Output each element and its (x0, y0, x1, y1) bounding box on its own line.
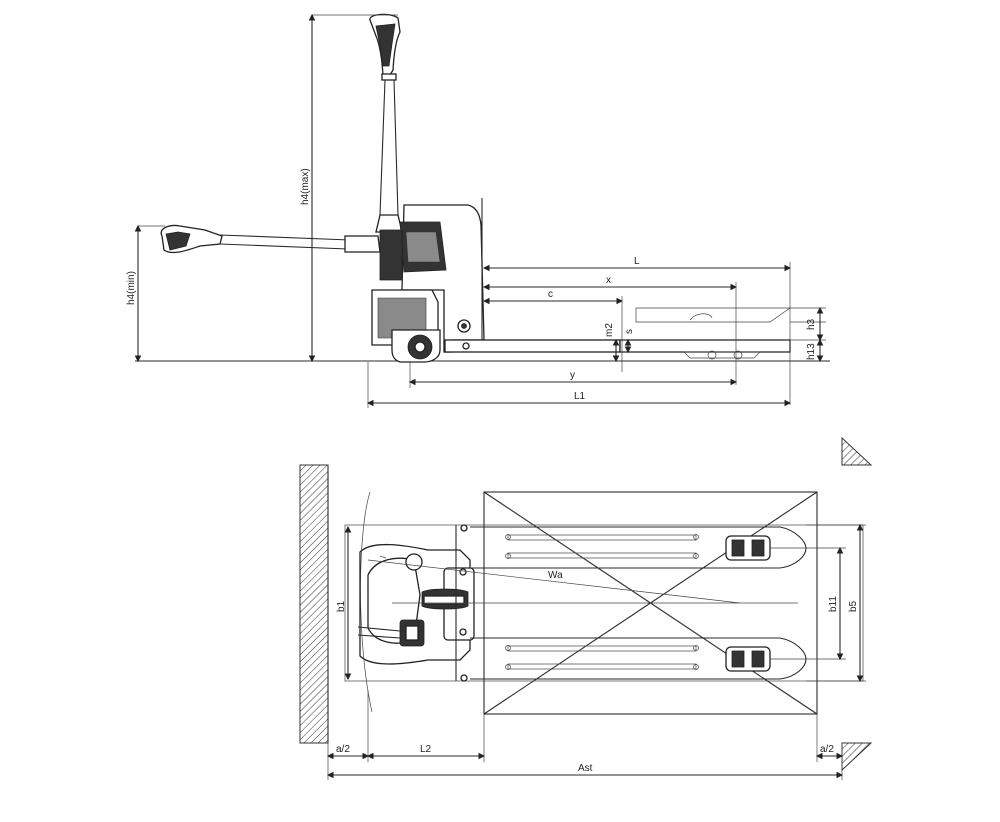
label-L: L (634, 256, 640, 267)
label-a2-left: a/2 (336, 744, 350, 755)
label-a2-right: a/2 (820, 744, 834, 755)
wall-hatch (299, 464, 329, 744)
label-c: c (548, 289, 553, 300)
forks (444, 307, 792, 360)
label-L2: L2 (420, 744, 432, 755)
corner-marker-top (841, 436, 873, 466)
corner-marker-bottom (841, 742, 873, 772)
turning-arc (360, 491, 373, 713)
top-view: Wa b1 b11 b5 a/2 L2 a/2 Ast (299, 436, 873, 780)
tiller-raised (369, 13, 403, 233)
label-b11: b11 (828, 596, 839, 612)
label-m2: m2 (604, 323, 615, 337)
tiller-lowered (160, 224, 381, 254)
side-view: h4(max) h4(min) L x c m2 s h3 h13 (126, 13, 830, 408)
label-b1: b1 (336, 600, 347, 612)
label-h3: h3 (806, 318, 817, 330)
label-b5: b5 (848, 600, 859, 612)
label-h13: h13 (806, 343, 817, 360)
label-h4-min: h4(min) (126, 271, 137, 305)
label-x: x (606, 275, 611, 286)
label-Ast: Ast (578, 763, 593, 774)
label-y: y (570, 370, 575, 381)
label-s: s (624, 329, 635, 334)
label-h4-max: h4(max) (300, 168, 311, 205)
truck-body (371, 204, 485, 363)
label-L1: L1 (574, 391, 586, 402)
label-Wa: Wa (548, 570, 563, 581)
